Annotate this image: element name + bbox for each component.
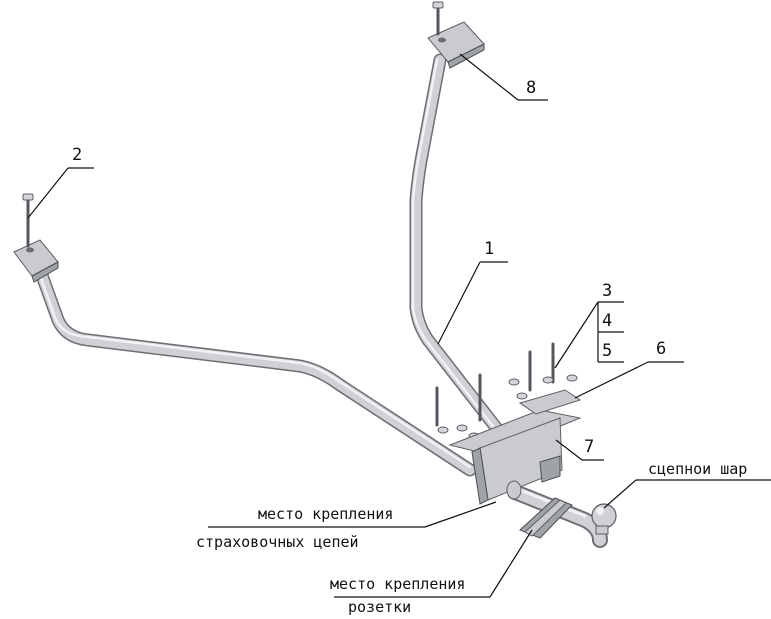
- hitch-body: [448, 389, 582, 505]
- chain-mount-caption-line1: место крепления: [258, 505, 393, 523]
- callout-4: 4: [602, 311, 612, 331]
- leader-lines: [27, 53, 771, 598]
- ball-arm: [506, 480, 617, 548]
- callout-5: 5: [602, 341, 612, 361]
- socket-mount-caption-line2: розетки: [348, 598, 411, 616]
- callout-7: 7: [584, 437, 594, 457]
- callout-8: 8: [526, 78, 536, 98]
- callout-2: 2: [72, 145, 82, 165]
- bolt-set: [435, 342, 578, 440]
- mount-bracket-left: [13, 193, 59, 283]
- tow-ball-caption: сцепнои шар: [648, 460, 747, 478]
- tube-frame: [33, 53, 505, 477]
- mount-bracket-top: [427, 1, 485, 69]
- callout-6: 6: [656, 339, 666, 359]
- chain-mount-caption-line2: страховочных цепей: [196, 533, 359, 551]
- callout-3: 3: [602, 281, 612, 301]
- socket-mount-caption-line1: место крепления: [330, 575, 465, 593]
- callout-1: 1: [484, 239, 494, 259]
